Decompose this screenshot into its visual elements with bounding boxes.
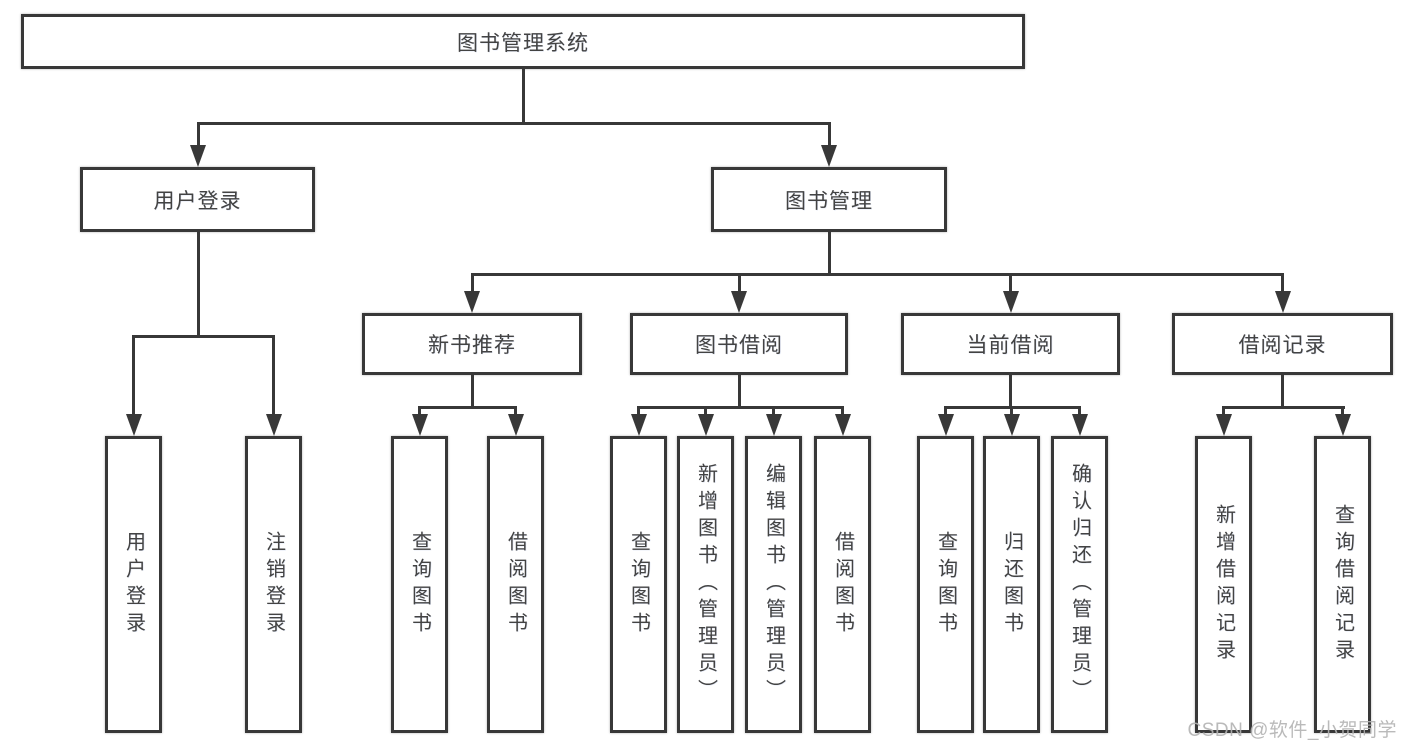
node-borrow-records-label: 借阅记录 [1238, 334, 1327, 357]
node-book-borrow: 图书借阅 [630, 313, 848, 375]
arrow-down-icon [697, 414, 714, 436]
csdn-watermark: CSDN @软件_小贺同学 [1187, 720, 1397, 741]
connector-line [470, 273, 1284, 276]
arrow-down-icon [834, 414, 851, 436]
leaf-records-query: 查询借阅记录 [1314, 436, 1371, 733]
connector-line [704, 406, 707, 416]
connector-line [772, 406, 775, 416]
leaf-current-query: 查询图书 [917, 436, 974, 733]
node-root-label: 图书管理系统 [457, 31, 589, 55]
node-book-management: 图书管理 [711, 167, 947, 232]
leaf-current-query-label: 查询图书 [934, 530, 957, 639]
arrow-down-icon [1334, 414, 1351, 436]
connector-line [737, 273, 741, 295]
connector-line [1009, 375, 1012, 406]
leaf-borrow-edit-admin-label: 编辑图书（管理员） [762, 463, 785, 706]
node-borrow-records: 借阅记录 [1172, 313, 1393, 375]
node-current-borrow-label: 当前借阅 [966, 334, 1055, 357]
leaf-records-add: 新增借阅记录 [1195, 436, 1252, 733]
connector-line [944, 406, 947, 416]
connector-line [196, 122, 831, 125]
connector-line [827, 232, 831, 273]
node-root: 图书管理系统 [21, 14, 1025, 69]
connector-line [737, 375, 741, 406]
connector-line [132, 335, 135, 416]
connector-line [827, 122, 831, 150]
arrow-down-icon [1215, 414, 1232, 436]
leaf-borrow-query-label: 查询图书 [627, 530, 650, 639]
leaf-records-query-label: 查询借阅记录 [1331, 503, 1354, 666]
node-new-book-recommend-label: 新书推荐 [428, 334, 516, 357]
leaf-current-confirm-admin-label: 确认归还（管理员） [1068, 463, 1091, 706]
connector-line [470, 273, 474, 295]
leaf-newbooks-query: 查询图书 [391, 436, 448, 733]
leaf-borrow-edit-admin: 编辑图书（管理员） [745, 436, 802, 733]
connector-line [1010, 406, 1013, 416]
leaf-logout: 注销登录 [245, 436, 302, 733]
arrow-down-icon [507, 414, 524, 436]
leaf-records-add-label: 新增借阅记录 [1212, 503, 1235, 666]
arrow-down-icon [1002, 291, 1019, 313]
leaf-current-confirm-admin: 确认归还（管理员） [1051, 436, 1108, 733]
leaf-current-return-label: 归还图书 [1000, 530, 1023, 639]
leaf-newbooks-borrow-label: 借阅图书 [504, 530, 527, 639]
connector-line [841, 406, 844, 416]
connector-line [1222, 406, 1225, 416]
leaf-user-login: 用户登录 [105, 436, 162, 733]
connector-line [521, 69, 525, 122]
connector-line [132, 335, 275, 338]
arrow-down-icon [731, 291, 747, 313]
connector-line [272, 335, 275, 416]
arrow-down-icon [821, 145, 837, 167]
leaf-borrow-add-admin-label: 新增图书（管理员） [694, 463, 717, 706]
connector-line [1281, 375, 1284, 406]
leaf-current-return: 归还图书 [983, 436, 1040, 733]
connector-line [418, 406, 517, 409]
leaf-borrow-book: 借阅图书 [814, 436, 871, 733]
arrow-down-icon [1071, 414, 1088, 436]
connector-line [418, 406, 421, 416]
arrow-down-icon [937, 414, 954, 436]
leaf-borrow-query: 查询图书 [610, 436, 667, 733]
connector-line [1281, 273, 1284, 295]
leaf-borrow-book-label: 借阅图书 [831, 530, 854, 639]
arrow-down-icon [265, 414, 282, 436]
node-user-login: 用户登录 [80, 167, 315, 232]
node-current-borrow: 当前借阅 [901, 313, 1120, 375]
arrow-down-icon [1274, 291, 1291, 313]
leaf-user-login-label: 用户登录 [122, 530, 145, 639]
node-user-login-label: 用户登录 [153, 189, 242, 213]
connector-line [1078, 406, 1081, 416]
connector-line [1341, 406, 1344, 416]
node-new-book-recommend: 新书推荐 [362, 313, 582, 375]
connector-line [1009, 273, 1012, 295]
node-book-management-label: 图书管理 [785, 189, 873, 213]
connector-line [637, 406, 844, 409]
connector-line [1222, 406, 1345, 409]
arrow-down-icon [630, 414, 647, 436]
connector-line [196, 232, 200, 335]
connector-line [637, 406, 640, 416]
arrow-down-icon [765, 414, 782, 436]
connector-line [514, 406, 517, 416]
leaf-newbooks-borrow: 借阅图书 [487, 436, 544, 733]
connector-line [196, 122, 200, 150]
arrow-down-icon [125, 414, 142, 436]
leaf-borrow-add-admin: 新增图书（管理员） [677, 436, 734, 733]
arrow-down-icon [190, 145, 206, 167]
leaf-newbooks-query-label: 查询图书 [408, 530, 431, 639]
arrow-down-icon [464, 291, 480, 313]
arrow-down-icon [1003, 414, 1020, 436]
arrow-down-icon [411, 414, 428, 436]
leaf-logout-label: 注销登录 [262, 530, 285, 639]
connector-line [470, 375, 474, 406]
node-book-borrow-label: 图书借阅 [695, 334, 783, 357]
